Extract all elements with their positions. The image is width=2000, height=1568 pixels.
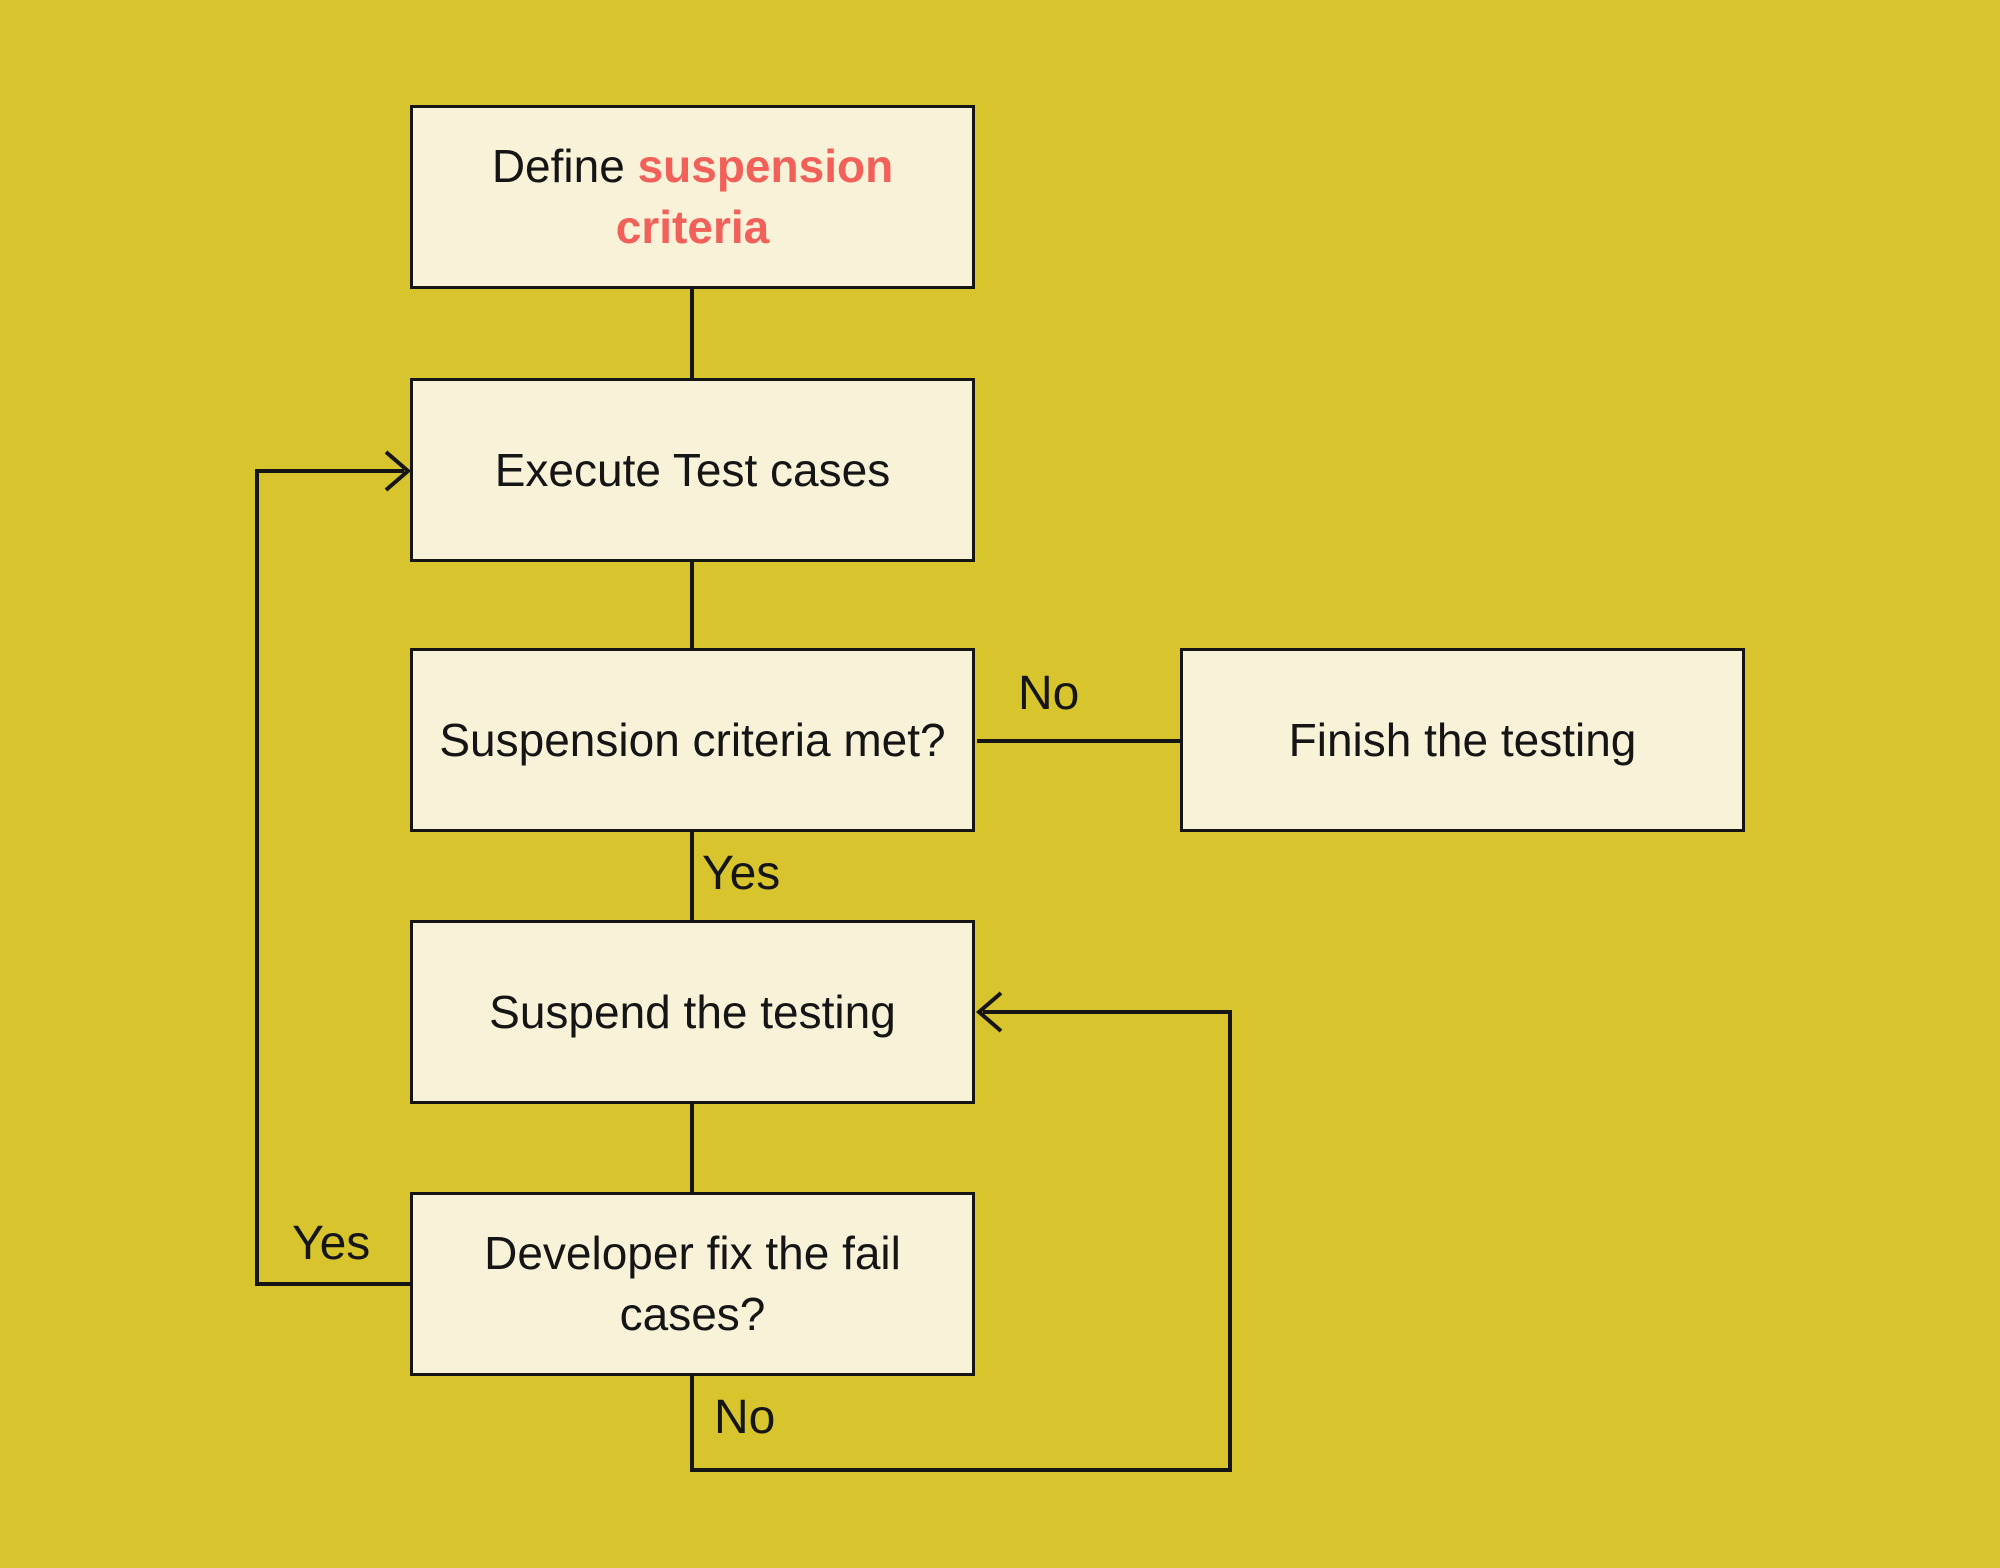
edge-label-no-to-finish: No xyxy=(1018,667,1080,720)
edge-label-yes-to-suspend: Yes xyxy=(702,847,781,900)
node-devfix-label: Developer fix the fail cases? xyxy=(484,1227,901,1340)
node-suspension-criteria-met: Suspension criteria met? xyxy=(410,648,975,832)
edge-label-no-loop-to-suspend: No xyxy=(714,1391,776,1444)
edge-devfix-to-execute-loop xyxy=(255,469,410,1286)
edge-label-yes-loop-to-execute: Yes xyxy=(292,1217,371,1270)
node-execute-test-cases: Execute Test cases xyxy=(410,378,975,562)
node-suspend-label: Suspend the testing xyxy=(489,985,896,1038)
node-finish-the-testing: Finish the testing xyxy=(1180,648,1745,832)
node-suspend-the-testing: Suspend the testing xyxy=(410,920,975,1104)
node-define-label: Define suspension criteria xyxy=(491,140,894,253)
arrowhead-into-suspend xyxy=(975,991,1003,1033)
arrowhead-into-execute xyxy=(384,450,412,492)
node-define-label-highlight: suspension criteria xyxy=(615,140,894,253)
node-define-suspension-criteria: Define suspension criteria xyxy=(410,105,975,289)
node-criteria-label: Suspension criteria met? xyxy=(439,713,946,766)
edge-devfix-to-suspend-loop xyxy=(690,1010,1232,1472)
node-finish-label: Finish the testing xyxy=(1288,713,1637,766)
node-execute-label: Execute Test cases xyxy=(494,443,891,496)
node-developer-fix-fail-cases: Developer fix the fail cases? xyxy=(410,1192,975,1376)
